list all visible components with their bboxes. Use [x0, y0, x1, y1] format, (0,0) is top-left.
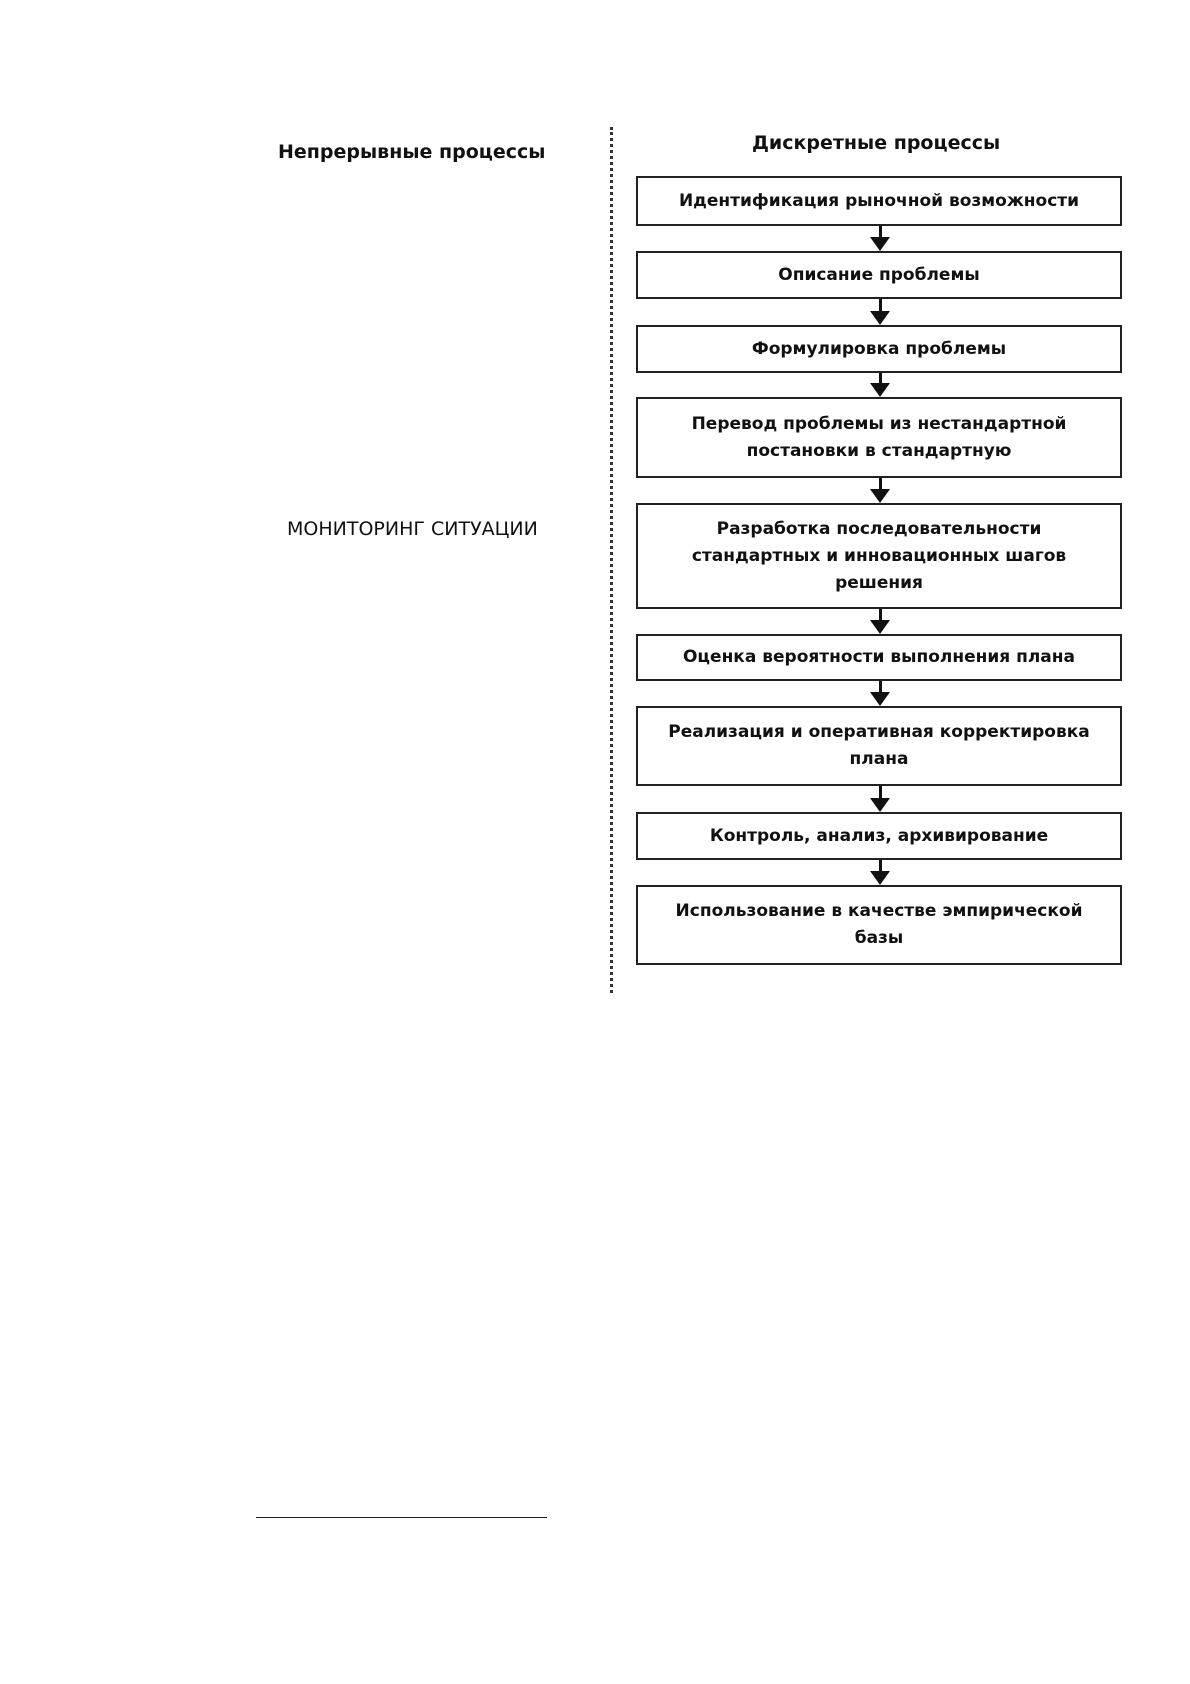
footnote-separator	[256, 1517, 547, 1518]
process-step-box: Разработка последовательности стандартны…	[636, 503, 1122, 609]
process-step-box: Реализация и оперативная корректировка п…	[636, 706, 1122, 786]
process-step-box: Описание проблемы	[636, 251, 1122, 299]
left-column-heading: Непрерывные процессы	[278, 141, 546, 163]
process-step-box: Использование в качестве эмпирической ба…	[636, 885, 1122, 965]
process-step-box: Оценка вероятности выполнения плана	[636, 634, 1122, 681]
right-column-heading: Дискретные процессы	[752, 132, 1001, 154]
monitoring-label: МОНИТОРИНГ СИТУАЦИИ	[287, 518, 538, 540]
column-divider	[610, 127, 613, 993]
process-step-box: Перевод проблемы из нестандартной постан…	[636, 397, 1122, 478]
process-step-box: Идентификация рыночной возможности	[636, 176, 1122, 226]
process-step-box: Формулировка проблемы	[636, 325, 1122, 373]
process-step-box: Контроль, анализ, архивирование	[636, 812, 1122, 860]
